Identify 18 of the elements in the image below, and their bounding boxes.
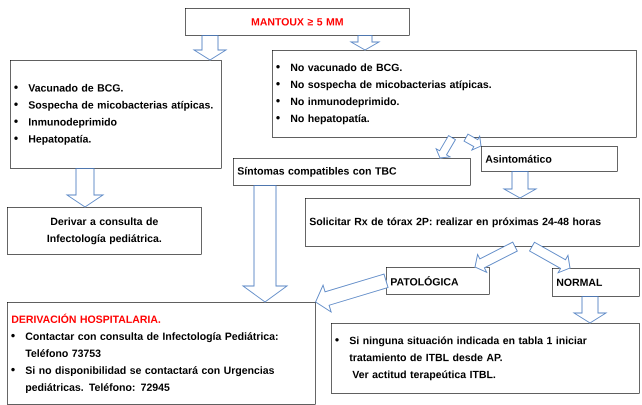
block-arrow <box>572 296 608 324</box>
criteria-box: Vacunado de BCG. Sospecha de micobacterias atípicas. Inmunodeprimido Hepatopatía. <box>10 60 222 169</box>
block-arrow <box>502 171 538 199</box>
block-arrow <box>192 35 228 61</box>
step-box: Asintomático <box>481 146 618 172</box>
block-arrow <box>66 168 104 208</box>
step-box: Síntomas compatibles con TBC <box>233 158 471 186</box>
step-box: Derivar a consulta de Infectología pediátrica. <box>7 207 202 255</box>
result-box: NORMAL <box>552 268 640 297</box>
block-arrow <box>474 242 518 274</box>
referral-box: DERIVACIÓN HOSPITALARIA. Contactar con consulta de Infectología Pediátrica: Teléfono 73753 Si no disponibilidad se contactará con Urgencias pediátricas. Teléfono: 72945 <box>7 302 316 405</box>
result-box: PATOLÓGICA <box>386 267 490 295</box>
title-box: MANTOUX ≥ 5 MM <box>185 8 410 36</box>
block-arrow <box>242 185 288 303</box>
treatment-box: Si ninguna situación indicada en tabla 1 iniciar tratamiento de ITBL desde AP. Ver actitud terapeútica ITBL. <box>331 323 640 394</box>
criteria-box: No vacunado de BCG. No sospecha de micobacterias atípicas. No inmunodeprimido. No hepatopatía. <box>272 50 637 138</box>
step-box: Solicitar Rx de tórax 2P: realizar en próximas 24-48 horas <box>305 198 640 247</box>
block-arrow <box>349 35 381 51</box>
